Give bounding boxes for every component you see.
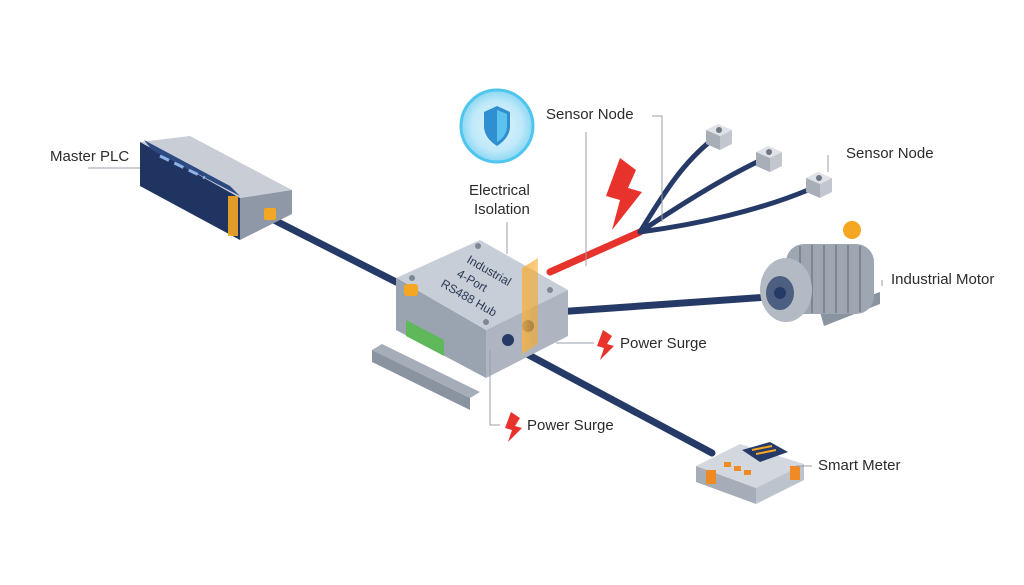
leader-lines <box>88 115 883 467</box>
lightning-bolt-icon <box>606 158 642 230</box>
label-master-plc: Master PLC <box>50 148 130 165</box>
label-industrial-motor: Industrial Motor <box>891 271 995 288</box>
cable-hub-meter <box>493 334 716 457</box>
label-electrical-isolation-2: Isolation <box>474 201 530 218</box>
cable-sensor-3 <box>637 187 811 235</box>
shield-icon <box>459 88 535 164</box>
cable-sensor-1 <box>637 137 715 235</box>
label-power-surge-bottom: Power Surge <box>527 417 614 434</box>
label-electrical-isolation-1: Electrical <box>469 182 530 199</box>
sensor-node-2 <box>756 146 782 172</box>
lightning-bolt-icon <box>505 412 522 442</box>
cable-hub-sensor-trunk <box>546 228 644 276</box>
label-sensor-node-top: Sensor Node <box>546 106 634 123</box>
sensor-node-3 <box>806 172 832 198</box>
label-sensor-node-right: Sensor Node <box>846 145 934 162</box>
smart-meter-device <box>696 442 804 504</box>
sensor-node-1 <box>706 124 732 150</box>
master-plc-device <box>140 136 292 240</box>
cable-plc-hub <box>264 213 416 294</box>
cable-sensor-2 <box>637 159 760 235</box>
isolation-barrier <box>522 258 538 354</box>
label-power-surge-right: Power Surge <box>620 335 707 352</box>
lightning-bolt-icon <box>597 330 614 360</box>
rs485-hub-device: Industrial 4-Port RS488 Hub <box>372 240 568 410</box>
label-smart-meter: Smart Meter <box>818 457 901 474</box>
industrial-motor-device <box>760 221 880 326</box>
